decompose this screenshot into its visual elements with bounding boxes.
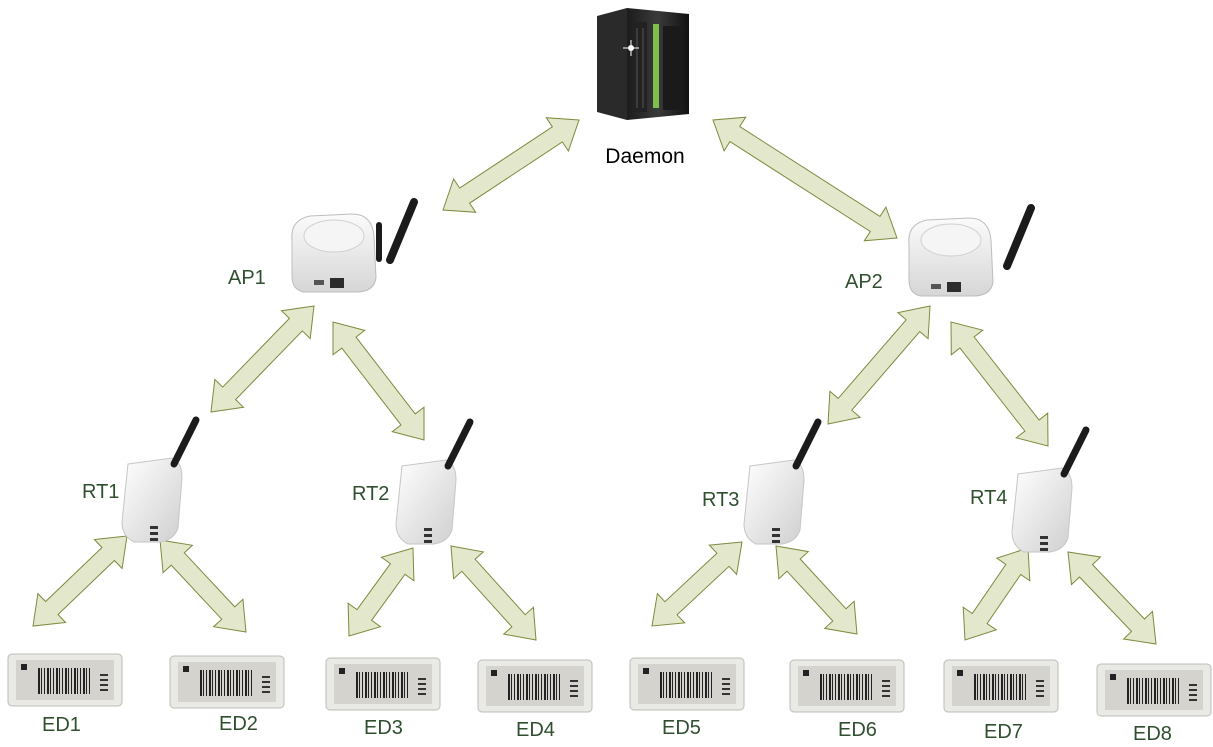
end-device-label: ED2 — [219, 713, 258, 735]
end-device-node: ED5 — [629, 657, 745, 739]
router-icon — [1011, 426, 1090, 553]
server-icon — [597, 8, 689, 120]
ap2-node: AP2 — [845, 204, 1035, 297]
end-device-label: ED4 — [516, 719, 555, 741]
end-device-label: ED1 — [42, 714, 81, 736]
rt3-ed6-link — [775, 545, 858, 635]
ap2-rt3-link — [827, 305, 931, 425]
rt1-label: RT1 — [82, 481, 119, 503]
ap1-rt1-link — [210, 305, 315, 413]
end-device-label: ED6 — [838, 719, 877, 741]
rt4-node: RT4 — [970, 426, 1090, 553]
end-device-label: ED3 — [364, 717, 403, 739]
esl-tag-icon — [629, 657, 745, 711]
rt3-node: RT3 — [702, 418, 822, 545]
rt4-ed8-link — [1067, 551, 1157, 645]
rt2-ed3-link — [347, 547, 415, 637]
link-arrows — [32, 116, 1157, 645]
daemon-node: Daemon — [597, 8, 689, 168]
esl-tag-icon — [7, 653, 123, 707]
ap2-label: AP2 — [845, 271, 883, 293]
access-point-icon — [908, 204, 1035, 297]
end-device-node: ED1 — [7, 653, 123, 736]
router-icon — [743, 418, 822, 545]
rt2-label: RT2 — [352, 483, 389, 505]
end-device-node: ED7 — [943, 659, 1059, 743]
end-device-label: ED7 — [984, 721, 1023, 743]
end-device-node: ED8 — [1096, 663, 1212, 745]
end-device-label: ED8 — [1133, 723, 1172, 745]
ap1-label: AP1 — [228, 267, 266, 289]
daemon-ap2-link — [712, 116, 898, 242]
esl-tag-icon — [477, 659, 593, 713]
esl-tag-icon — [789, 659, 905, 713]
end-device-node: ED2 — [169, 655, 285, 735]
rt2-ed4-link — [450, 545, 537, 641]
access-point-icon — [291, 198, 418, 293]
end-device-node: ED3 — [325, 657, 441, 739]
esl-tag-icon — [325, 657, 441, 711]
router-icon — [395, 418, 474, 545]
rt2-node: RT2 — [352, 418, 474, 545]
ap1-node: AP1 — [228, 198, 418, 293]
esl-tag-icon — [169, 655, 285, 709]
rt1-node: RT1 — [82, 416, 200, 543]
end-devices: ED1 ED2 ED3 ED4 ED5 ED6 ED7 ED8 — [7, 653, 1212, 745]
end-device-label: ED5 — [662, 717, 701, 739]
rt3-ed5-link — [651, 541, 743, 627]
rt3-label: RT3 — [702, 489, 739, 511]
ap2-rt4-link — [950, 321, 1049, 447]
ap1-rt2-link — [332, 321, 425, 441]
daemon-ap1-link — [442, 117, 580, 213]
rt4-ed7-link — [962, 547, 1031, 641]
rt1-ed2-link — [159, 539, 247, 633]
esl-tag-icon — [1096, 663, 1212, 717]
daemon-label: Daemon — [605, 145, 684, 168]
rt4-label: RT4 — [970, 487, 1007, 509]
rt1-ed1-link — [32, 535, 128, 627]
end-device-node: ED6 — [789, 659, 905, 741]
end-device-node: ED4 — [477, 659, 593, 741]
router-icon — [121, 416, 200, 543]
esl-tag-icon — [943, 659, 1059, 713]
